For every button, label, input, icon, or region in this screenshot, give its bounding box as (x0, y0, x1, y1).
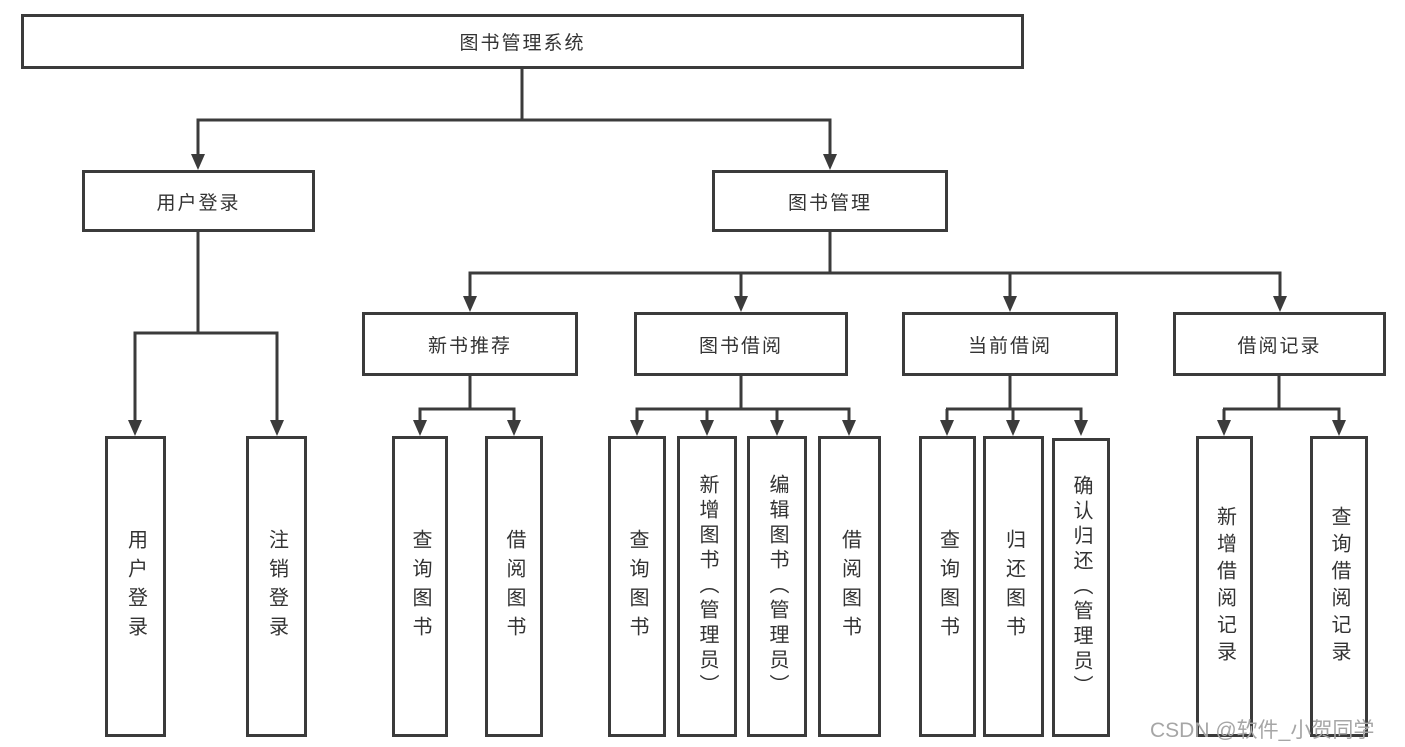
node-new-book-recommend: 新书推荐 (362, 312, 578, 376)
node-book-management-branch: 图书管理 (712, 170, 948, 232)
node-user-login-leaf: 用户登录 (105, 436, 166, 737)
node-borrowing-add-books-admin: 新增图书（管理员） (677, 436, 737, 737)
node-recommend-query-books: 查询图书 (392, 436, 448, 737)
node-book-borrowing: 图书借阅 (634, 312, 848, 376)
node-borrowing-records: 借阅记录 (1173, 312, 1386, 376)
node-recommend-borrow-books: 借阅图书 (485, 436, 543, 737)
node-borrowing-edit-books-admin: 编辑图书（管理员） (747, 436, 807, 737)
node-current-borrowing: 当前借阅 (902, 312, 1118, 376)
node-current-query-books: 查询图书 (919, 436, 976, 737)
node-user-login-branch: 用户登录 (82, 170, 315, 232)
node-current-confirm-return-admin: 确认归还（管理员） (1052, 438, 1110, 737)
node-library-management-system: 图书管理系统 (21, 14, 1024, 69)
node-borrowing-query-books: 查询图书 (608, 436, 666, 737)
node-current-return-books: 归还图书 (983, 436, 1044, 737)
node-records-query-record: 查询借阅记录 (1310, 436, 1368, 737)
node-records-add-record: 新增借阅记录 (1196, 436, 1253, 737)
csdn-watermark: CSDN @软件_小贺同学 (1150, 719, 1375, 742)
node-logout-leaf: 注销登录 (246, 436, 307, 737)
node-borrowing-borrow-books: 借阅图书 (818, 436, 881, 737)
